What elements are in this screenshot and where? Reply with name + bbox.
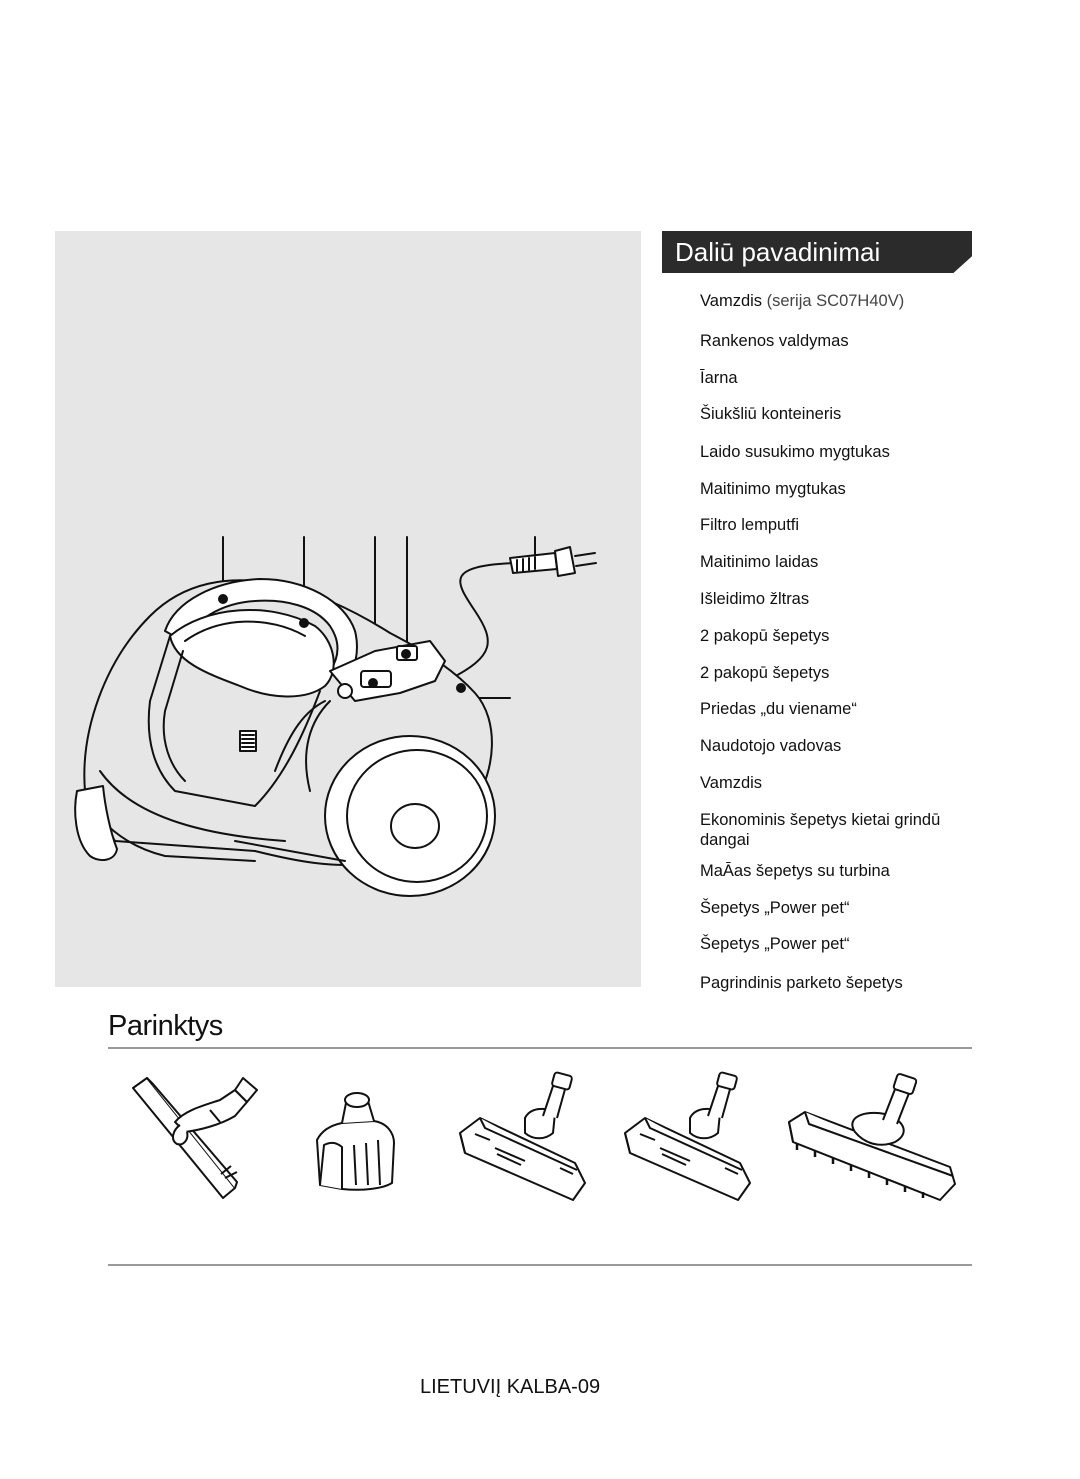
part-label: Šepetys „Power pet“ (700, 935, 850, 953)
list-item: Maitinimo mygtukas (700, 479, 975, 499)
list-item: Naudotojo vadovas (700, 736, 975, 756)
page-footer: LIETUVIĮ KALBA-09 (420, 1376, 601, 1398)
section-banner: Daliū pavadinimai (662, 231, 972, 273)
part-label: MaĀas šepetys su turbina (700, 862, 890, 880)
bottom-divider (108, 1264, 972, 1266)
list-item: Vamzdis (700, 773, 975, 793)
list-item: Šiukšliū konteineris (700, 404, 975, 424)
list-item: 2 pakopū šepetys (700, 663, 975, 683)
list-item: Rankenos valdymas (700, 331, 975, 351)
list-item: Pagrindinis parketo šepetys (700, 973, 975, 993)
part-label: Maitinimo mygtukas (700, 480, 846, 498)
part-label: Vamzdis (700, 292, 763, 310)
part-label: Šepetys „Power pet“ (700, 899, 850, 917)
list-item: Maitinimo laidas (700, 552, 975, 572)
two-step-brush-accessory-icon (459, 1071, 586, 1201)
part-label: Išleidimo žltras (700, 590, 810, 608)
part-label: Vamzdis (700, 774, 763, 792)
floor-tool-accessory-icon (132, 1077, 258, 1199)
vacuum-illustration-panel (55, 231, 641, 987)
part-label: Maitinimo laidas (700, 553, 819, 571)
part-label: Priedas „du viename“ (700, 700, 857, 718)
part-label: Naudotojo vadovas (700, 737, 842, 755)
part-note: (serija SC07H40V) (766, 292, 905, 310)
part-label: Šiukšliū konteineris (700, 405, 842, 423)
turbo-brush-accessory-icon (316, 1092, 395, 1191)
part-label: Laido susukimo mygtukas (700, 443, 890, 461)
list-item: 2 pakopū šepetys (700, 626, 975, 646)
list-item: Šepetys „Power pet“ (700, 898, 975, 918)
list-item: Īarna (700, 368, 975, 388)
list-item: Šepetys „Power pet“ (700, 934, 975, 954)
part-label: Ekonominis šepetys kietai grindū dangai (700, 811, 941, 849)
list-item: Išleidimo žltras (700, 589, 975, 609)
vacuum-cleaner-illustration (74, 536, 597, 897)
part-label: Rankenos valdymas (700, 332, 849, 350)
list-item: Ekonominis šepetys kietai grindū dangai (700, 810, 975, 850)
part-label: Filtro lemputfi (700, 516, 800, 534)
list-item: Filtro lemputfi (700, 515, 975, 535)
list-item: Laido susukimo mygtukas (700, 442, 975, 462)
list-item: Priedas „du viename“ (700, 699, 975, 719)
section-title: Daliū pavadinimai (675, 237, 881, 267)
top-divider (108, 1047, 972, 1049)
options-title: Parinktys (108, 1010, 223, 1042)
list-item: MaĀas šepetys su turbina (700, 861, 975, 881)
list-item: Vamzdis (serija SC07H40V) (700, 291, 975, 311)
part-label: 2 pakopū šepetys (700, 664, 830, 682)
parquet-brush-accessory-icon (788, 1073, 956, 1201)
two-step-brush-accessory-icon-2 (624, 1071, 751, 1201)
part-label: Pagrindinis parketo šepetys (700, 974, 903, 992)
part-label: 2 pakopū šepetys (700, 627, 830, 645)
part-label: Īarna (700, 369, 738, 387)
